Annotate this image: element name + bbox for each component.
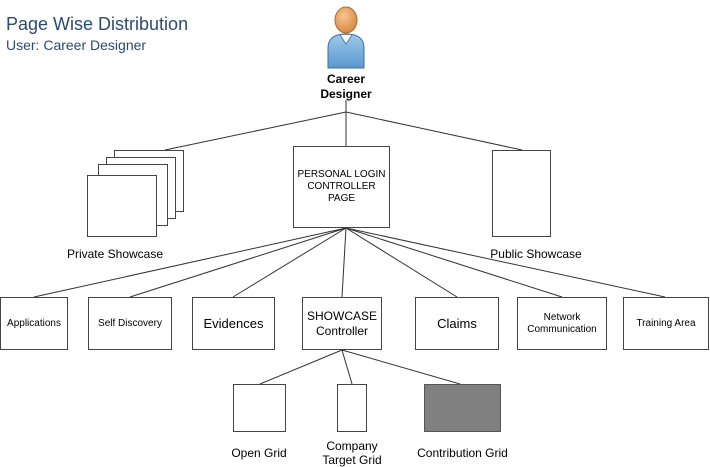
public-showcase-node[interactable] xyxy=(492,150,551,237)
showcase-label-line1: SHOWCASE xyxy=(306,308,377,323)
contribution-grid-label: Contribution Grid xyxy=(417,446,508,460)
public-showcase-label: Public Showcase xyxy=(490,247,582,261)
user-label: Career Designer xyxy=(300,72,392,102)
claims-label: Claims xyxy=(437,315,477,331)
controller-label-line1: PERSONAL LOGIN xyxy=(297,169,386,180)
open-grid-node[interactable] xyxy=(233,384,286,432)
company-target-grid-node[interactable] xyxy=(337,384,367,432)
user-label-line2: Designer xyxy=(320,87,372,101)
open-grid-label: Open Grid xyxy=(231,446,287,460)
connector-contribution-grid xyxy=(341,349,461,385)
self-discovery-node[interactable]: Self Discovery xyxy=(88,297,172,350)
training-area-label: Training Area xyxy=(636,317,696,329)
applications-node[interactable]: Applications xyxy=(0,297,68,350)
evidences-node[interactable]: Evidences xyxy=(192,297,275,350)
self-discovery-label: Self Discovery xyxy=(98,317,162,329)
page-title: Page Wise Distribution xyxy=(6,14,189,34)
connector-network xyxy=(345,227,563,298)
controller-label-line3: PAGE xyxy=(327,193,356,204)
user-person-icon xyxy=(327,6,365,69)
network-label-line2: Communication xyxy=(527,323,597,335)
connector-showcase xyxy=(341,227,347,298)
connector-self-discovery xyxy=(129,227,347,298)
showcase-label-line2: Controller xyxy=(315,323,369,338)
company-label-line1: Company xyxy=(326,439,378,453)
connector-evidences xyxy=(232,227,347,298)
connector-open-grid xyxy=(259,349,343,385)
page-sheet-front xyxy=(87,175,157,237)
controller-label-line2: CONTROLLER xyxy=(307,181,376,192)
page-subtitle: User: Career Designer xyxy=(6,37,147,53)
user-label-line1: Career xyxy=(326,72,366,86)
connector-user-public xyxy=(345,111,523,151)
company-label-line2: Target Grid xyxy=(322,453,382,467)
connector-training xyxy=(345,227,666,298)
connector-applications xyxy=(33,227,347,298)
training-area-node[interactable]: Training Area xyxy=(623,297,709,350)
evidences-label: Evidences xyxy=(203,315,264,331)
connector-company-grid xyxy=(341,349,353,385)
private-showcase-label: Private Showcase xyxy=(66,247,164,261)
network-label-line1: Network xyxy=(543,311,581,323)
showcase-controller-node[interactable]: SHOWCASE Controller xyxy=(302,297,382,350)
connector-user-private xyxy=(164,111,347,151)
claims-node[interactable]: Claims xyxy=(415,297,499,350)
contribution-grid-node[interactable] xyxy=(424,384,501,432)
personal-login-controller-node[interactable]: PERSONAL LOGIN CONTROLLER PAGE xyxy=(293,146,390,228)
network-communication-node[interactable]: Network Communication xyxy=(517,297,607,350)
applications-label: Applications xyxy=(7,317,61,329)
connector-claims xyxy=(345,227,458,298)
company-target-grid-label: Company Target Grid xyxy=(307,439,397,467)
